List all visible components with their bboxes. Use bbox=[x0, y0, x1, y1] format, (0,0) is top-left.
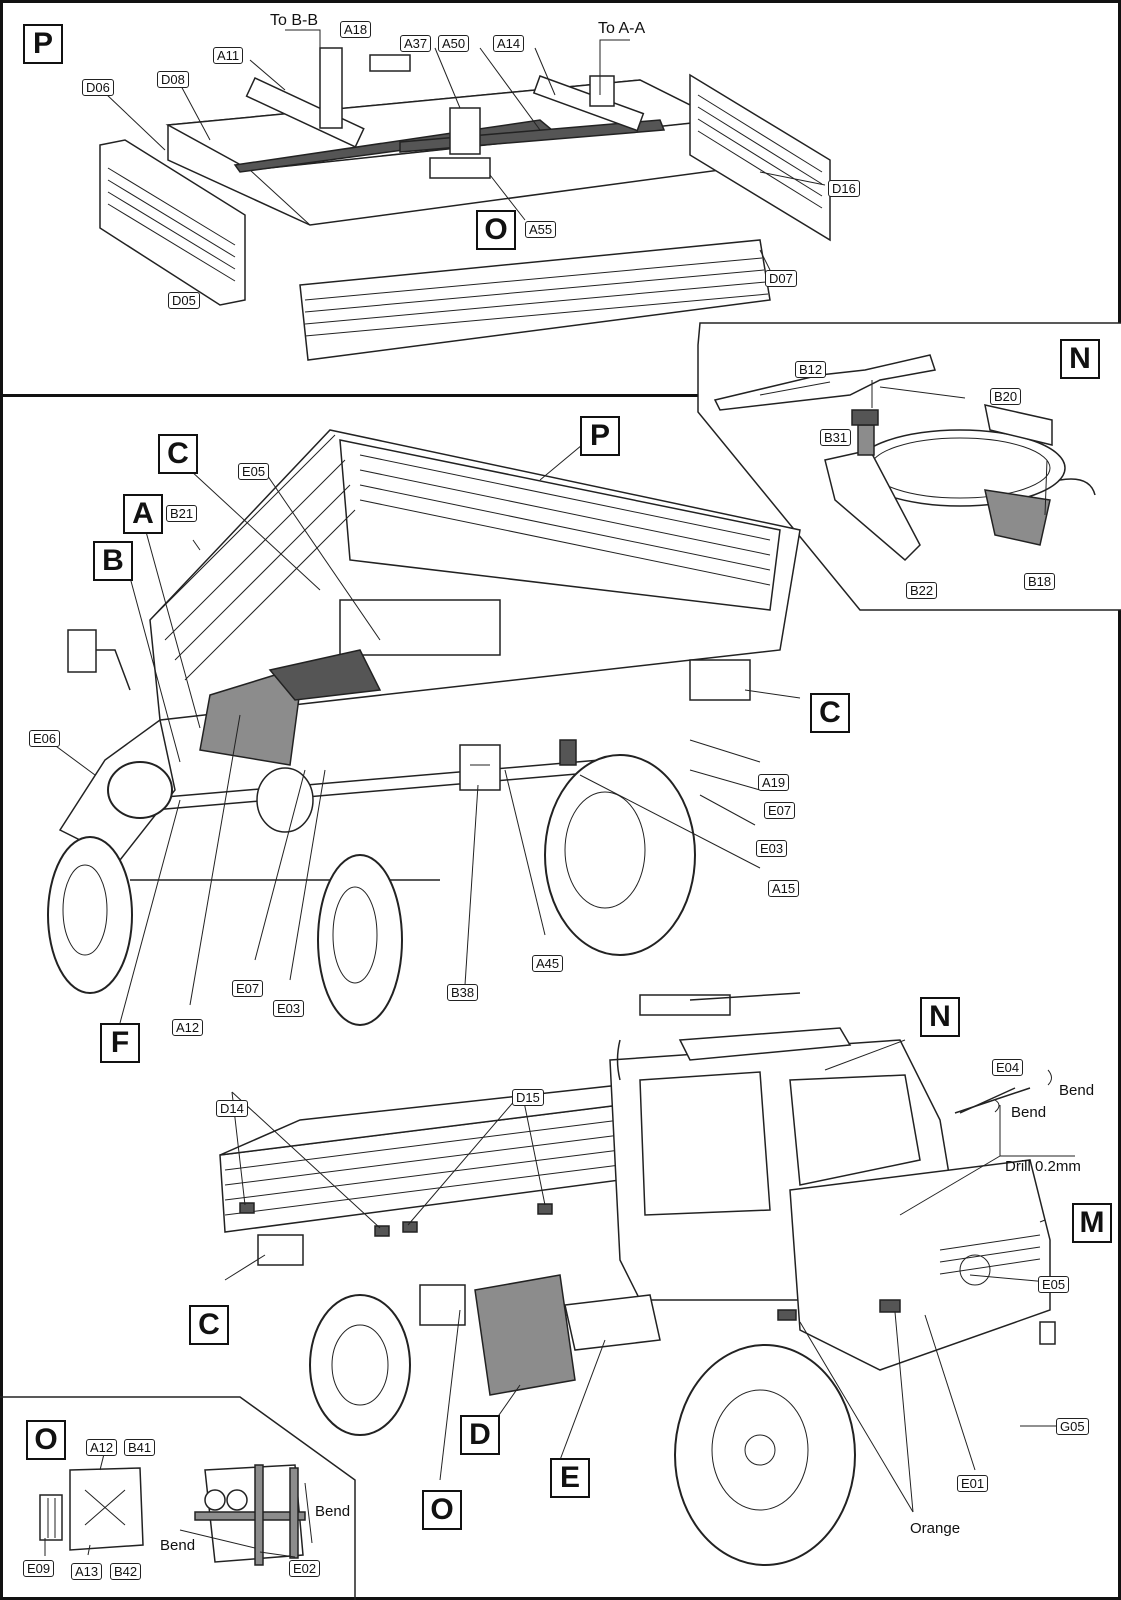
part-callout-a12-o: A12 bbox=[86, 1439, 118, 1456]
cab-leaders bbox=[224, 1039, 1075, 1513]
part-callout-e07-right: E07 bbox=[764, 802, 796, 819]
side-panel-left-drawing bbox=[99, 139, 246, 306]
step-label-c-upper: C bbox=[158, 434, 198, 474]
step-label-m: M bbox=[1072, 1203, 1112, 1243]
part-callout-e06: E06 bbox=[29, 730, 61, 747]
part-callout-b12: B12 bbox=[795, 361, 827, 378]
step-label-b: B bbox=[93, 541, 133, 581]
part-callout-a11: A11 bbox=[213, 47, 244, 64]
cab-drawing bbox=[609, 992, 1056, 1371]
part-callout-e09: E09 bbox=[23, 1560, 55, 1577]
underside-axle-drawing bbox=[129, 739, 601, 881]
part-callout-b41: B41 bbox=[124, 1439, 156, 1456]
part-callout-a18: A18 bbox=[340, 21, 372, 38]
machine-gun-drawing bbox=[713, 354, 936, 411]
part-callout-b22: B22 bbox=[906, 582, 938, 599]
part-callout-e07-left: E07 bbox=[232, 980, 264, 997]
underside-leaders bbox=[44, 444, 801, 1024]
wiper-drawing bbox=[954, 1069, 1052, 1114]
step-label-c-right: C bbox=[810, 693, 850, 733]
step-label-o-inset: O bbox=[26, 1420, 66, 1460]
step-label-c-lower: C bbox=[189, 1305, 229, 1345]
part-callout-a50: A50 bbox=[438, 35, 470, 52]
jerrycan-drawing bbox=[39, 1449, 144, 1556]
part-callout-d16: D16 bbox=[828, 180, 860, 197]
step-label-p-main: P bbox=[580, 416, 620, 456]
note-bend-horizontal: Bend bbox=[160, 1537, 196, 1554]
panel-o-border bbox=[0, 1396, 356, 1600]
step-label-d: D bbox=[460, 1415, 500, 1455]
note-drill: Drill 0.2mm bbox=[1005, 1158, 1081, 1175]
side-panel-right-drawing bbox=[689, 73, 831, 242]
part-callout-b21: B21 bbox=[166, 505, 198, 522]
part-callout-e03-right: E03 bbox=[756, 840, 788, 857]
note-to-aa: To A-A bbox=[598, 20, 646, 37]
part-callout-d06: D06 bbox=[82, 79, 114, 96]
part-callout-d15: D15 bbox=[512, 1089, 544, 1106]
note-bend-vertical: Bend bbox=[315, 1503, 351, 1520]
part-callout-a37: A37 bbox=[400, 35, 432, 52]
note-bend-mid: Bend bbox=[1011, 1104, 1047, 1121]
step-label-o-top: O bbox=[476, 210, 516, 250]
part-callout-d08: D08 bbox=[157, 71, 189, 88]
part-callout-b20: B20 bbox=[990, 388, 1022, 405]
part-callout-a13: A13 bbox=[71, 1563, 103, 1580]
step-label-o-main: O bbox=[422, 1490, 462, 1530]
part-callout-a45: A45 bbox=[532, 955, 564, 972]
jerrycan-rack-drawing bbox=[179, 1464, 313, 1566]
panel-p-leaders bbox=[104, 29, 826, 271]
part-callout-a14: A14 bbox=[493, 35, 525, 52]
cab-truck-bed-drawing bbox=[219, 1084, 621, 1266]
part-callout-a12: A12 bbox=[172, 1019, 204, 1036]
part-callout-e05-lower: E05 bbox=[1038, 1276, 1070, 1293]
part-callout-b18: B18 bbox=[1024, 573, 1056, 590]
note-bend-top: Bend bbox=[1059, 1082, 1095, 1099]
step-label-a: A bbox=[123, 494, 163, 534]
step-label-p-top: P bbox=[23, 24, 63, 64]
part-callout-e04: E04 bbox=[992, 1059, 1024, 1076]
step-label-n-main: N bbox=[920, 997, 960, 1037]
underside-wheels-drawing bbox=[47, 754, 696, 1026]
part-callout-d05: D05 bbox=[168, 292, 200, 309]
part-callout-b38: B38 bbox=[447, 984, 479, 1001]
part-callout-e01: E01 bbox=[957, 1475, 989, 1492]
part-callout-e02: E02 bbox=[289, 1560, 321, 1577]
note-to-bb: To B-B bbox=[270, 12, 319, 29]
part-callout-e05-upper: E05 bbox=[238, 463, 270, 480]
part-callout-a19: A19 bbox=[758, 774, 790, 791]
part-callout-b42: B42 bbox=[110, 1563, 142, 1580]
rear-panel-drawing bbox=[299, 239, 771, 361]
step-label-n: N bbox=[1060, 339, 1100, 379]
fuel-tank-gray-drawing bbox=[199, 649, 382, 766]
cab-chassis-drawing bbox=[419, 1274, 661, 1396]
part-callout-g05: G05 bbox=[1056, 1418, 1089, 1435]
note-orange: Orange bbox=[910, 1520, 961, 1537]
part-callout-d07: D07 bbox=[765, 270, 797, 287]
step-label-f: F bbox=[100, 1023, 140, 1063]
step-label-e: E bbox=[550, 1458, 590, 1498]
underside-bed-drawing bbox=[149, 429, 801, 721]
part-callout-d14: D14 bbox=[216, 1100, 248, 1117]
part-callout-a15: A15 bbox=[768, 880, 800, 897]
cab-wheels-drawing bbox=[309, 1294, 856, 1566]
ring-mount-drawing bbox=[824, 404, 1096, 562]
bed-platform-drawing bbox=[165, 47, 723, 226]
part-callout-a55: A55 bbox=[525, 221, 557, 238]
panel-n-leaders bbox=[871, 380, 1048, 516]
main-frame bbox=[0, 394, 1121, 1600]
part-callout-b31: B31 bbox=[820, 429, 852, 446]
part-callout-e03-left: E03 bbox=[273, 1000, 305, 1017]
